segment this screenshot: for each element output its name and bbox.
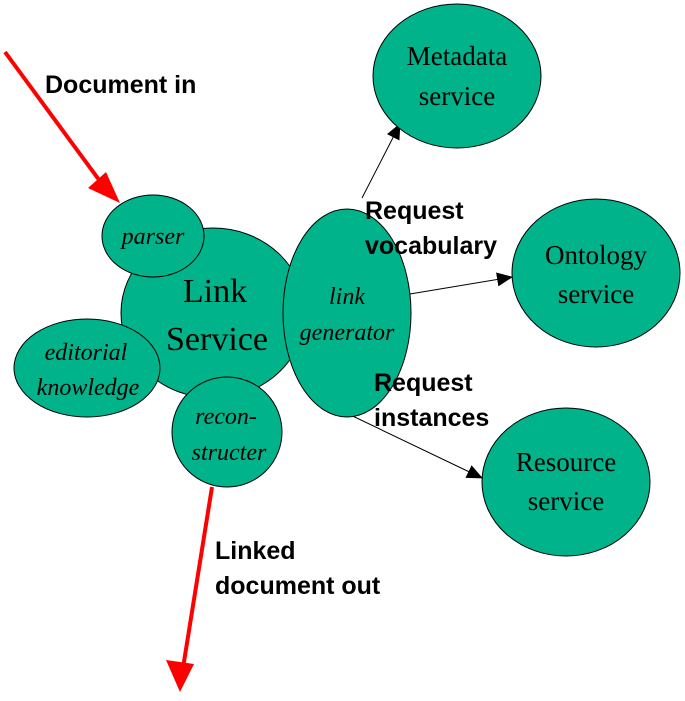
editorial-knowledge-node: editorial knowledge [13,318,161,418]
metadata-request-arrow [361,123,401,199]
linked-document-out-label-2: document out [215,572,381,600]
request-vocabulary-label-1: Request [365,197,464,225]
parser-label: parser [120,224,185,250]
linked-document-out-arrow [166,486,214,692]
metadata-service-label-2: service [419,81,495,111]
parser-node: parser [101,194,205,278]
link-generator-label-2: generator [300,320,395,346]
ontology-service-node: Ontology service [511,198,681,348]
link-service-label-1: Link [183,273,247,310]
resource-service-node: Resource service [481,407,651,557]
link-generator-label-1: link [329,284,365,310]
document-in-label: Document in [45,71,196,99]
resource-request-arrow [339,409,483,479]
editorial-knowledge-label-1: editorial [45,340,128,366]
request-instances-label-2: instances [374,404,489,432]
reconstructer-label-2: structer [192,440,267,466]
ontology-service-label-1: Ontology [545,240,648,270]
editorial-knowledge-label-2: knowledge [37,375,140,401]
reconstructer-node: recon- structer [171,376,283,488]
resource-service-label-2: service [528,486,604,516]
document-in-arrow [3,50,120,203]
link-service-label-2: Service [166,321,268,358]
request-vocabulary-label-2: vocabulary [365,232,497,260]
resource-service-label-1: Resource [516,447,616,477]
ontology-request-arrow [409,272,513,295]
reconstructer-label-1: recon- [195,404,257,430]
metadata-service-node: Metadata service [372,3,542,149]
metadata-service-label-1: Metadata [407,41,507,71]
linked-document-out-label-1: Linked [215,537,296,565]
link-generator-node: link generator [282,208,412,418]
ontology-service-label-2: service [558,279,634,309]
request-instances-label-1: Request [374,369,473,397]
